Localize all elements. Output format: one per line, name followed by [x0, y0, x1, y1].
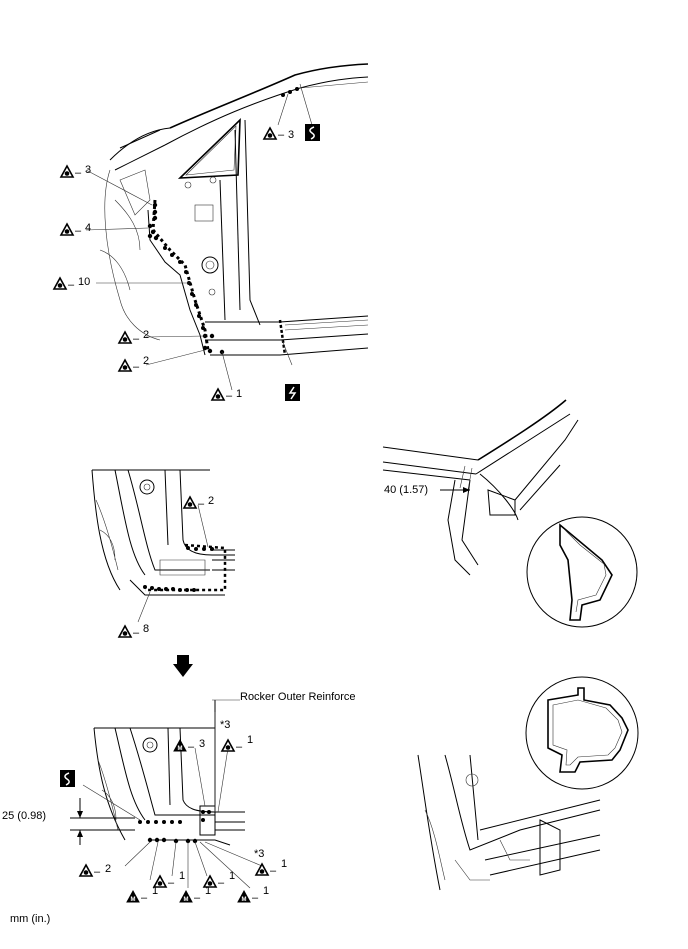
weld-count: 1 — [229, 870, 235, 882]
weld-count: 1 — [236, 388, 242, 400]
units-label: mm (in.) — [10, 913, 50, 925]
cut-start-icon — [305, 124, 320, 141]
weld-dash: – — [75, 225, 82, 237]
spot-weld-icon — [263, 127, 277, 140]
weld-callout: – 3 — [263, 127, 294, 141]
mig-plug-weld-icon — [179, 890, 193, 904]
mig-plug-weld-icon — [237, 890, 251, 904]
weld-callout: – 1 — [237, 885, 269, 904]
top-view-drawing — [85, 63, 369, 391]
dimension-40-label: 40 (1.57) — [384, 484, 428, 496]
spot-weld-icon — [211, 388, 225, 401]
weld-count: 2 — [143, 355, 149, 367]
spot-weld-icon — [53, 277, 67, 290]
spot-weld-icon — [60, 223, 74, 236]
cut-start-icon — [60, 770, 75, 787]
weld-dash: – — [218, 877, 225, 889]
weld-count: 4 — [85, 222, 91, 234]
weld-dash: – — [194, 892, 201, 904]
note-star-3: *3 — [254, 848, 264, 860]
bottom-view-drawing — [70, 699, 263, 889]
rocker-outer-reinforce-label: Rocker Outer Reinforce — [240, 691, 356, 703]
weld-callout: – 4 — [60, 222, 91, 237]
weld-count: 1 — [152, 885, 158, 897]
weld-dash: – — [68, 279, 75, 291]
weld-dash: – — [133, 333, 140, 345]
weld-count: 1 — [247, 734, 253, 746]
weld-callout: – 1 — [255, 858, 287, 877]
spot-weld-icon — [118, 625, 132, 638]
weld-dash: – — [188, 741, 195, 753]
weld-count: 2 — [105, 863, 111, 875]
weld-callout: – 1 — [211, 388, 242, 402]
weld-callout: – 1 — [203, 870, 235, 889]
weld-dash: – — [270, 865, 277, 877]
weld-dash: – — [198, 498, 205, 510]
section-view-roof — [382, 399, 638, 628]
weld-count: 1 — [179, 870, 185, 882]
weld-callout: – 1 — [179, 885, 211, 904]
spot-weld-icon — [255, 863, 269, 876]
weld-count: 3 — [85, 164, 91, 176]
weld-count: 3 — [199, 738, 205, 750]
weld-count: 3 — [288, 129, 294, 141]
spot-weld-icon — [60, 165, 74, 178]
section-view-rocker — [417, 676, 639, 891]
weld-callout: – 3 — [60, 164, 91, 179]
middle-view-drawing — [91, 469, 235, 623]
weld-callout: – 1 — [221, 734, 253, 753]
weld-dash: – — [141, 892, 148, 904]
weld-dash: – — [133, 627, 140, 639]
weld-dash: – — [278, 129, 285, 141]
down-arrow-icon — [173, 655, 193, 677]
weld-callout: – 10 — [53, 276, 90, 291]
weld-count: 1 — [263, 885, 269, 897]
weld-count: 2 — [208, 495, 214, 507]
dimension-25-label: 25 (0.98) — [2, 810, 46, 822]
spot-weld-icon — [118, 331, 132, 344]
cut-end-icon — [285, 384, 300, 401]
weld-callout: – 3 — [173, 738, 205, 753]
spot-weld-icon — [183, 496, 197, 509]
weld-callout: – 2 — [183, 495, 214, 510]
weld-dash: – — [168, 877, 175, 889]
note-star-3: *3 — [220, 719, 230, 731]
spot-weld-icon — [118, 359, 132, 372]
weld-count: 8 — [143, 623, 149, 635]
weld-callout: – 2 — [118, 355, 149, 373]
weld-dash: – — [226, 390, 233, 402]
weld-dash: – — [133, 361, 140, 373]
weld-callout: – 2 — [118, 329, 149, 345]
weld-callout: – 8 — [118, 623, 149, 639]
weld-count: 2 — [143, 329, 149, 341]
weld-count: 10 — [78, 276, 90, 288]
spot-weld-icon — [79, 864, 93, 877]
weld-dash: – — [94, 866, 101, 878]
spot-weld-icon — [221, 739, 235, 752]
weld-count: 1 — [205, 885, 211, 897]
weld-dash: – — [75, 167, 82, 179]
weld-count: 1 — [281, 858, 287, 870]
weld-callout: – 1 — [153, 870, 185, 889]
weld-callout: – 1 — [126, 885, 158, 904]
mig-plug-weld-icon — [173, 739, 187, 753]
weld-dash: – — [236, 741, 243, 753]
weld-callout: – 2 — [79, 863, 111, 878]
mig-plug-weld-icon — [126, 890, 140, 904]
weld-dash: – — [252, 892, 259, 904]
